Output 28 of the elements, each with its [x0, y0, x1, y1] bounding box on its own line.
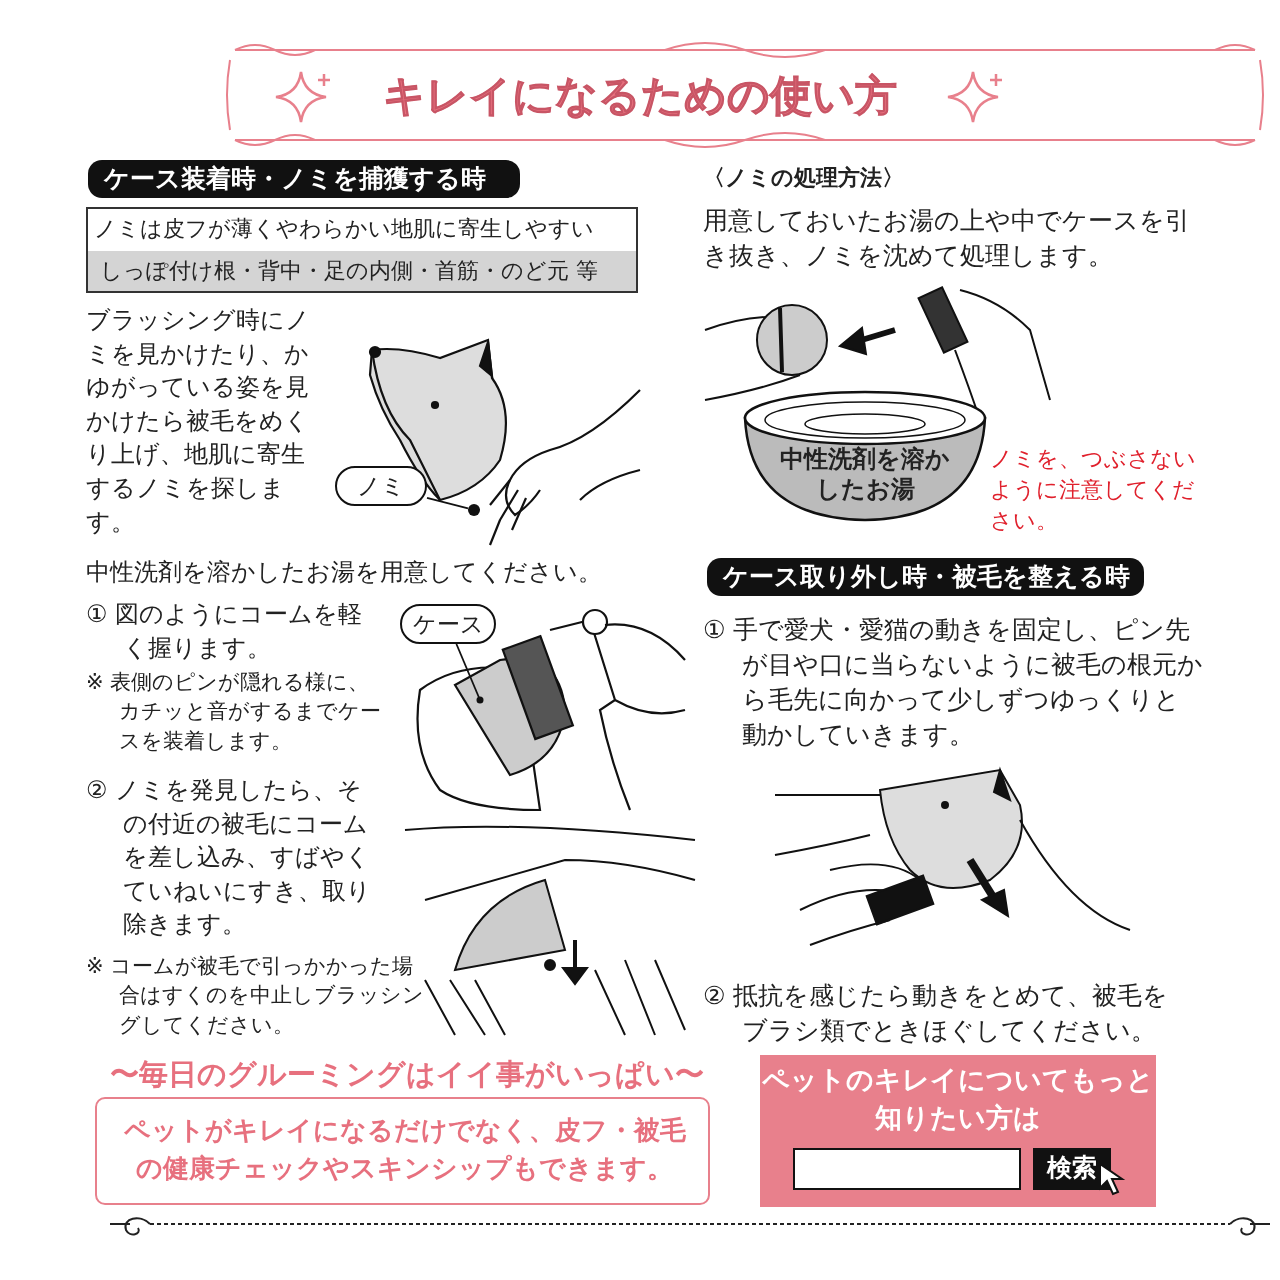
warning-text: ノミを、つぶさないように注意してください。 — [990, 445, 1197, 535]
subheading: 〈ノミの処理方法〉 — [703, 164, 905, 192]
paragraph: ブラッシング時にノミを見かけたり、かゆがっている姿を見かけたら被毛をめくり上げ、地肌に寄生するノミを探します。 — [86, 305, 311, 538]
section-heading: ケース取り外し時・被毛を整える時 — [707, 558, 1144, 596]
step-text: ② ノミを発見したら、その付近の被毛にコームを差し込み、すばやくていねいにすき、取り除きます。 — [86, 775, 373, 941]
search-field — [793, 1148, 1021, 1190]
speech-bubble: ケース — [400, 604, 496, 644]
title: キレイになるための使い方 — [382, 70, 898, 122]
note-text: ※ コームが被毛で引っかかった場合はすくのを中止しブラッシングしてください。 — [86, 953, 425, 1039]
step-text: ① 手で愛犬・愛猫の動きを固定し、ピン先が目や口に当らないように被毛の根元から毛先に向かって少しずつゆっくりと動かしていきます。 — [703, 614, 1203, 751]
highlight-row: しっぽ付け根・背中・足の内側・首筋・のど元 等 — [88, 251, 636, 291]
leader-line — [455, 643, 484, 704]
info-box — [86, 207, 638, 293]
speech-bubble: ノミ — [335, 466, 427, 506]
flea-dot — [468, 504, 480, 516]
paragraph: 用意しておいたお湯の上や中でケースを引き抜き、ノミを沈めて処理します。 — [703, 205, 1191, 272]
message-text: ペットがキレイになるだけでなく、皮フ・被毛の健康チェックやスキンシップもできます。 — [122, 1114, 687, 1185]
leader-line — [426, 496, 469, 510]
paragraph: 中性洗剤を溶かしたお湯を用意してください。 — [86, 557, 603, 588]
search-button: 検索 — [1033, 1148, 1111, 1190]
panel-heading: ペットのキレイについてもっと知りたい方は — [761, 1063, 1155, 1135]
bowl-label: 中性洗剤を溶かしたお湯 — [780, 444, 950, 504]
step-text: ② 抵抗を感じたら動きをとめて、被毛をブラシ類でときほぐしてください。 — [703, 980, 1170, 1047]
info-text: ノミは皮フが薄くやわらかい地肌に寄生しやすい — [93, 215, 595, 243]
section-heading: ケース装着時・ノミを捕獲する時 — [88, 160, 520, 198]
note-text: ※ 表側のピンが隠れる様に、カチッと音がするまでケースを装着します。 — [86, 669, 382, 755]
step-text: ① 図のようにコームを軽く握ります。 — [86, 599, 364, 664]
search-panel — [760, 1055, 1156, 1207]
